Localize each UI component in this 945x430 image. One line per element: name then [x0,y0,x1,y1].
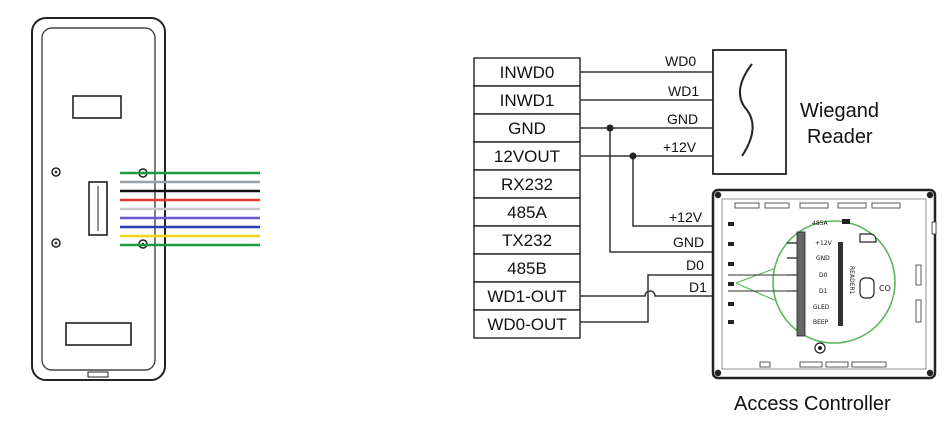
zoom-label-d0: D0 [819,272,828,279]
junction-gnd [606,124,614,132]
wire-label-wd1: WD1 [668,83,699,99]
controller-title: Access Controller [734,393,891,415]
device-back-view [31,17,260,381]
pin-label: WD1-OUT [487,287,566,306]
pin-label: WD0-OUT [487,315,566,334]
zoom-label-gnd: GND [816,255,830,262]
pin-label: 12VOUT [494,147,560,166]
pin-cell [473,57,581,87]
pin-label: INWD0 [500,63,555,82]
wire-d0 [580,274,713,323]
wire-label-wd0: WD0 [665,53,696,69]
potentiometer-icon [814,342,826,354]
pin-cell [473,253,581,283]
reader-title-line1: Wiegand [800,100,879,122]
pin-cell [473,113,581,143]
pin-cell [473,169,581,199]
wire-d1 [580,290,713,297]
pin-label: 485A [507,203,547,222]
wire-label-d0: D0 [686,257,704,273]
access-controller: 485A +12V GND D0 D1 GLED BEEP READER1 CO [711,188,937,380]
zoom-label-gled: GLED [813,304,830,311]
pin-label: 485B [507,259,547,278]
pin-cell [473,197,581,227]
left-terminal-blocks [728,222,734,324]
zoom-label-beep: BEEP [813,319,829,326]
device-bottom-label-slot [65,322,132,346]
zoom-co-label: CO [879,284,891,293]
controller-inner-border [721,198,927,370]
mount-hole-icon [926,191,934,199]
wire-label-gnd-controller: GND [673,234,704,250]
zoom-callout-circle [772,220,896,344]
screw-icon [51,238,61,248]
zoom-label-d1: D1 [819,288,828,295]
pin-cell [473,281,581,311]
pin-label: INWD1 [500,91,555,110]
zoom-connector-outline-mid [859,277,875,299]
reader-title-line2: Reader [807,126,873,148]
zoom-label-12v: +12V [815,240,833,247]
mount-hole-icon [714,369,722,377]
wire-label-12v-controller: +12V [669,209,703,225]
right-terminal-blocks [915,221,937,323]
mount-hole-icon [714,191,722,199]
top-terminal-strips [734,202,901,209]
zoom-terminal-block [796,231,806,337]
zoom-connector-outline-top [859,233,877,243]
wire-label-12v-reader: +12V [663,139,697,155]
pin-label: TX232 [502,231,552,250]
screw-icon [51,167,61,177]
pin-label: GND [508,119,546,138]
mount-hole-icon [926,369,934,377]
reader-card-symbol-icon [739,63,754,157]
device-top-label-slot [72,95,122,119]
zoom-reader-label: READER1 [848,266,855,295]
wire-gnd-controller [609,128,713,253]
junction-dots [606,124,637,160]
device-connector [88,181,108,236]
cable-bundle [120,171,260,247]
pin-cell [473,225,581,255]
wire-label-gnd-reader: GND [667,111,698,127]
zoom-chip-icon [842,219,850,224]
wire-label-d1: D1 [689,279,707,295]
junction-12v [629,152,637,160]
pin-cell [473,309,581,339]
wire-12v-controller [632,156,713,227]
bottom-terminal-strips [759,361,887,368]
device-bottom-notch [87,371,109,378]
wiegand-reader [712,49,787,175]
zoom-header-strip [838,242,843,326]
pin-label: RX232 [501,175,553,194]
zoom-label-485a: 485A [812,220,828,227]
